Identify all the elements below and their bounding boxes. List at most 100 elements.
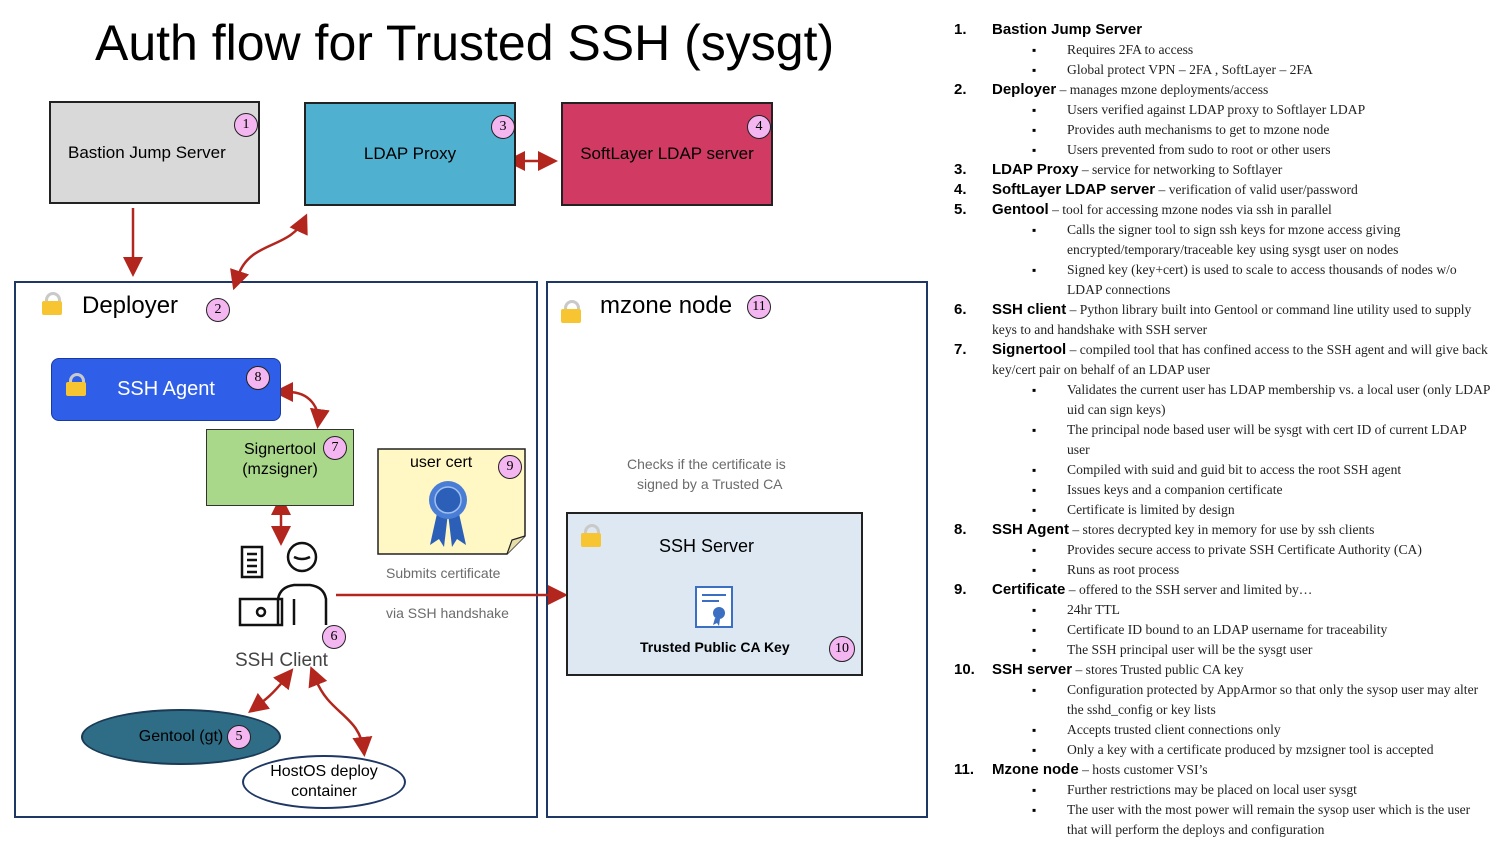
note-number: 10. xyxy=(954,661,975,678)
note-item: 4.SoftLayer LDAP server – verification o… xyxy=(952,180,1492,200)
note-subitem: The principal node based user will be sy… xyxy=(952,420,1492,460)
note-subitem: The user with the most power will remain… xyxy=(952,800,1492,840)
note-item: 11. Mzone node – hosts customer VSI’s xyxy=(952,760,1492,780)
note-subitem: Provides secure access to private SSH Ce… xyxy=(952,540,1492,560)
ldap-proxy-number-badge: 3 xyxy=(491,115,515,139)
ssh-client-label: SSH Client xyxy=(235,650,328,671)
ssh-client-number-badge: 6 xyxy=(322,625,346,649)
note-text: – hosts customer VSI’s xyxy=(1078,762,1208,777)
note-item: 7.Signertool – compiled tool that has co… xyxy=(952,340,1492,380)
signertool-label: Signertool xyxy=(243,441,317,458)
note-subitem: Only a key with a certificate produced b… xyxy=(952,740,1492,760)
note-item: 10. SSH server – stores Trusted public CA… xyxy=(952,660,1492,680)
note-heading: Mzone node xyxy=(992,761,1079,778)
note-subitem: Certificate ID bound to an LDAP username… xyxy=(952,620,1492,640)
signertool-sublabel: (mzsigner) xyxy=(242,461,318,478)
note-subitem: Compiled with suid and guid bit to acces… xyxy=(952,460,1492,480)
note-number: 1. xyxy=(954,21,967,38)
deployer-number-badge: 2 xyxy=(206,298,230,322)
note-number: 2. xyxy=(954,81,967,98)
bastion-label: Bastion Jump Server xyxy=(68,142,226,162)
note-heading: LDAP Proxy xyxy=(992,161,1079,178)
note-item: 5. Gentool – tool for accessing mzone nod… xyxy=(952,200,1492,220)
mzone-title: mzone node xyxy=(600,292,733,319)
user-cert-number-badge: 9 xyxy=(498,455,522,479)
deployer-lock-icon xyxy=(42,292,62,315)
note-subitem: Signed key (key+cert) is used to scale t… xyxy=(952,260,1492,300)
ssh-server-number-badge: 10 xyxy=(829,636,855,662)
note-subitem: Validates the current user has LDAP memb… xyxy=(952,380,1492,420)
checks-annotation-line1: Checks if the certificate is xyxy=(627,456,786,472)
ca-certificate-icon xyxy=(695,586,733,628)
page-title: Auth flow for Trusted SSH (sysgt) xyxy=(95,15,835,71)
gentool-ellipse: Gentool (gt) xyxy=(81,709,281,765)
note-heading: Gentool xyxy=(992,201,1049,218)
ssh-agent-box: SSH Agent xyxy=(51,358,281,421)
note-number: 5. xyxy=(954,201,967,218)
note-text: – compiled tool that has confined access… xyxy=(992,342,1488,377)
ribbon-award-icon xyxy=(429,481,467,547)
note-subitem: Configuration protected by AppArmor so t… xyxy=(952,680,1492,720)
softlayer-ldap-server-box: SoftLayer LDAP server xyxy=(561,102,773,206)
softlayer-label: SoftLayer LDAP server xyxy=(580,144,754,163)
note-subitem: Global protect VPN – 2FA , SoftLayer – 2… xyxy=(952,60,1492,80)
note-heading: Certificate xyxy=(992,581,1066,598)
note-subitem: Users verified against LDAP proxy to Sof… xyxy=(952,100,1492,120)
ssh-server-lock-icon xyxy=(581,524,601,547)
note-heading: SoftLayer LDAP server xyxy=(992,181,1156,198)
note-subitem: Further restrictions may be placed on lo… xyxy=(952,780,1492,800)
note-item: 2.Deployer – manages mzone deployments/a… xyxy=(952,80,1492,100)
note-heading: SSH server xyxy=(992,661,1073,678)
gentool-number-badge: 5 xyxy=(227,725,251,749)
connector-arrows xyxy=(123,151,568,757)
note-number: 6. xyxy=(954,301,967,318)
note-subitem: Calls the signer tool to sign ssh keys f… xyxy=(952,220,1492,260)
person-at-laptop-icon xyxy=(238,541,328,627)
signertool-number-badge: 7 xyxy=(323,436,347,460)
ldap-proxy-label: LDAP Proxy xyxy=(363,144,457,163)
note-text: – Python library built into Gentool or c… xyxy=(992,302,1472,337)
ssh-agent-number-badge: 8 xyxy=(246,366,270,390)
mzone-lock-icon xyxy=(561,300,581,323)
note-subitem: Requires 2FA to access xyxy=(952,40,1492,60)
note-heading: SSH Agent xyxy=(992,521,1069,538)
note-item: 6. SSH client – Python library built into… xyxy=(952,300,1492,340)
note-subitem: Issues keys and a companion certificate xyxy=(952,480,1492,500)
hostos-container-ellipse: HostOS deploy container xyxy=(242,755,406,809)
checks-annotation-line2: signed by a Trusted CA xyxy=(637,476,783,492)
gentool-label: Gentool (gt) xyxy=(138,728,224,745)
note-subitem: Runs as root process xyxy=(952,560,1492,580)
arrow-client-gentool xyxy=(248,668,294,714)
bastion-jump-server-box: Bastion Jump Server xyxy=(49,101,260,204)
user-cert-label: user cert xyxy=(410,454,473,471)
ssh-agent-label: SSH Agent xyxy=(117,378,215,400)
note-item: 1.Bastion Jump Server xyxy=(952,20,1492,40)
arrow-deployer-ldap xyxy=(230,213,308,291)
bastion-number-badge: 1 xyxy=(234,113,258,137)
note-text: – manages mzone deployments/access xyxy=(1056,82,1269,97)
note-number: 11. xyxy=(954,761,975,778)
note-text: – stores Trusted public CA key xyxy=(1072,662,1244,677)
note-text: – tool for accessing mzone nodes via ssh… xyxy=(1048,202,1332,217)
hostos-sublabel: container xyxy=(291,783,357,800)
note-heading: SSH client xyxy=(992,301,1067,318)
arrow-agent-signertool xyxy=(273,382,330,429)
note-subitem: Users prevented from sudo to root or oth… xyxy=(952,140,1492,160)
note-subitem: Provides auth mechanisms to get to mzone… xyxy=(952,120,1492,140)
note-subitem: The SSH principal user will be the sysgt… xyxy=(952,640,1492,660)
note-subitem: Certificate is limited by design xyxy=(952,500,1492,520)
trusted-ca-key-label: Trusted Public CA Key xyxy=(640,639,790,655)
note-text: – service for networking to Softlayer xyxy=(1078,162,1283,177)
note-item: 9. Certificate – offered to the SSH serve… xyxy=(952,580,1492,600)
note-item: 8.SSH Agent – stores decrypted key in me… xyxy=(952,520,1492,540)
note-text: – verification of valid user/password xyxy=(1155,182,1358,197)
note-subitem: Accepts trusted client connections only xyxy=(952,720,1492,740)
mzone-node-frame xyxy=(546,281,928,818)
note-number: 9. xyxy=(954,581,967,598)
note-number: 8. xyxy=(954,521,967,538)
arrow-client-hostos xyxy=(308,666,373,757)
notes-list: 1.Bastion Jump ServerRequires 2FA to acc… xyxy=(952,20,1492,840)
note-text: – offered to the SSH server and limited … xyxy=(1065,582,1313,597)
deployer-title: Deployer xyxy=(82,292,179,319)
note-number: 7. xyxy=(954,341,967,358)
